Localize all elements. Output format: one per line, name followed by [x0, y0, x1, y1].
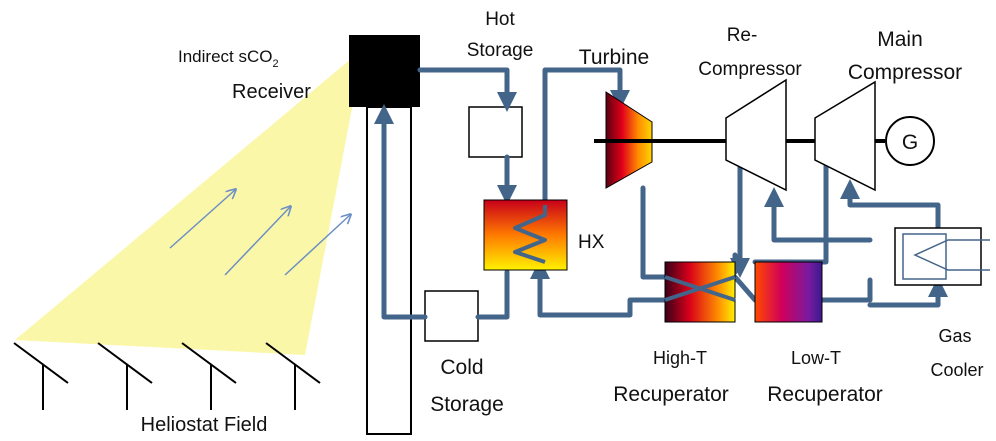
high-t-label: High-T: [653, 348, 707, 368]
receiver-label-line2: Receiver: [232, 81, 311, 103]
recompressor-label-line2: Compressor: [698, 59, 802, 80]
pipe-to-gas-cooler: [867, 277, 948, 308]
turbine-label: Turbine: [579, 46, 649, 69]
low-t-label: Low-T: [791, 348, 841, 368]
gas-cooler-coil: [913, 239, 990, 271]
hot-storage-tank: [468, 106, 523, 158]
hot-storage-label-line2: Storage: [467, 40, 534, 61]
pipe-cold-storage-to-receiver: [374, 104, 428, 320]
hx-label: HX: [578, 232, 605, 253]
main-compressor-label-line2: Compressor: [848, 61, 962, 84]
main-compressor-label: Main: [877, 28, 923, 51]
recompressor: [725, 78, 787, 192]
cold-storage-label: Cold: [440, 356, 483, 379]
generator: [885, 116, 935, 166]
hx-coil: [513, 205, 547, 264]
heliostat-field-label: Heliostat Field: [141, 414, 268, 436]
main-compressor: [814, 80, 876, 192]
receiver-label: Indirect sCO2: [178, 47, 279, 70]
receiver-tower: [366, 106, 412, 435]
heliostat: [181, 342, 237, 410]
pipe-split-to-recompressor: [764, 187, 873, 243]
generator-label: G: [902, 131, 918, 154]
gas-cooler-inner: [902, 233, 947, 280]
high-t-label-line2: Recuperator: [613, 383, 729, 406]
hot-storage-label: Hot: [485, 9, 515, 30]
pipe-hx-to-turbine: [542, 67, 630, 217]
low-t-label-line2: Recuperator: [767, 383, 883, 406]
light-arrow: [169, 190, 235, 249]
high-t-recuperator: [664, 261, 736, 323]
heat-exchanger-hx: [483, 199, 568, 271]
pipe-hx-to-cold-storage: [475, 269, 510, 320]
pipe-gas-cooler-to-main-compressor: [840, 179, 941, 231]
gas-cooler: [894, 227, 982, 286]
pipe-to-hx-cold-side: [530, 259, 668, 318]
heliostat: [265, 342, 321, 410]
cold-storage-tank: [424, 290, 479, 342]
cold-storage-label-line2: Storage: [430, 393, 504, 416]
sunlight-beam: [15, 58, 352, 355]
gas-cooler-label-line2: Cooler: [930, 360, 983, 380]
gas-cooler-label: Gas: [938, 326, 971, 346]
light-arrow: [284, 215, 350, 276]
low-t-recuperator: [754, 261, 823, 323]
recuperator-cross-pipe: [664, 275, 736, 302]
light-arrow: [224, 207, 290, 276]
recompressor-label: Re-: [727, 25, 758, 46]
pipe-receiver-to-hot-storage: [417, 67, 517, 112]
pipe-turbine-to-high-t: [640, 185, 668, 280]
indirect-receiver: [349, 35, 420, 107]
heliostat: [13, 342, 69, 410]
heliostat: [97, 342, 153, 410]
